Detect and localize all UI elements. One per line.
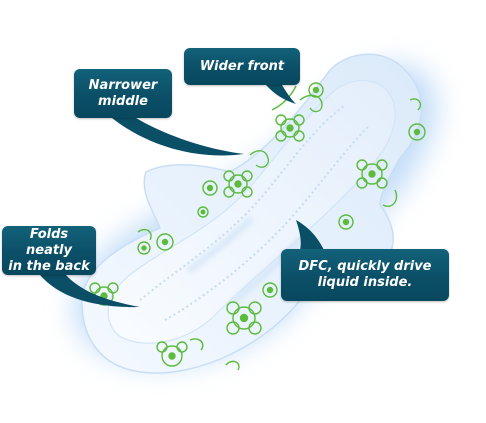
flower-icon — [156, 341, 188, 367]
pad-body — [81, 53, 423, 374]
flower-icon — [275, 114, 305, 142]
callout-narrower-middle-label: Narrower middle — [88, 77, 158, 109]
callout-wider-front: Wider front — [184, 48, 300, 85]
flower-icon — [226, 301, 262, 335]
flower-icon — [202, 180, 218, 196]
flower-icon — [356, 159, 388, 189]
callout-wider-front-label: Wider front — [199, 58, 285, 74]
callout-pointers — [40, 85, 324, 308]
callout-dfc: DFC, quickly drive liquid inside. — [281, 249, 449, 301]
callout-dfc-label: DFC, quickly drive liquid inside. — [298, 259, 432, 290]
callout-folds-back-label: Folds neatly in the back — [8, 226, 90, 274]
flower-icon — [137, 241, 151, 255]
flower-icon — [262, 282, 278, 298]
flower-icon — [408, 123, 426, 141]
flower-icon — [223, 170, 253, 198]
callout-folds-back: Folds neatly in the back — [2, 226, 96, 275]
flower-icon — [308, 82, 324, 98]
flower-icon — [156, 233, 174, 251]
flower-icon — [338, 214, 354, 230]
callout-narrower-middle: Narrower middle — [74, 69, 172, 118]
flower-icon — [197, 206, 209, 218]
